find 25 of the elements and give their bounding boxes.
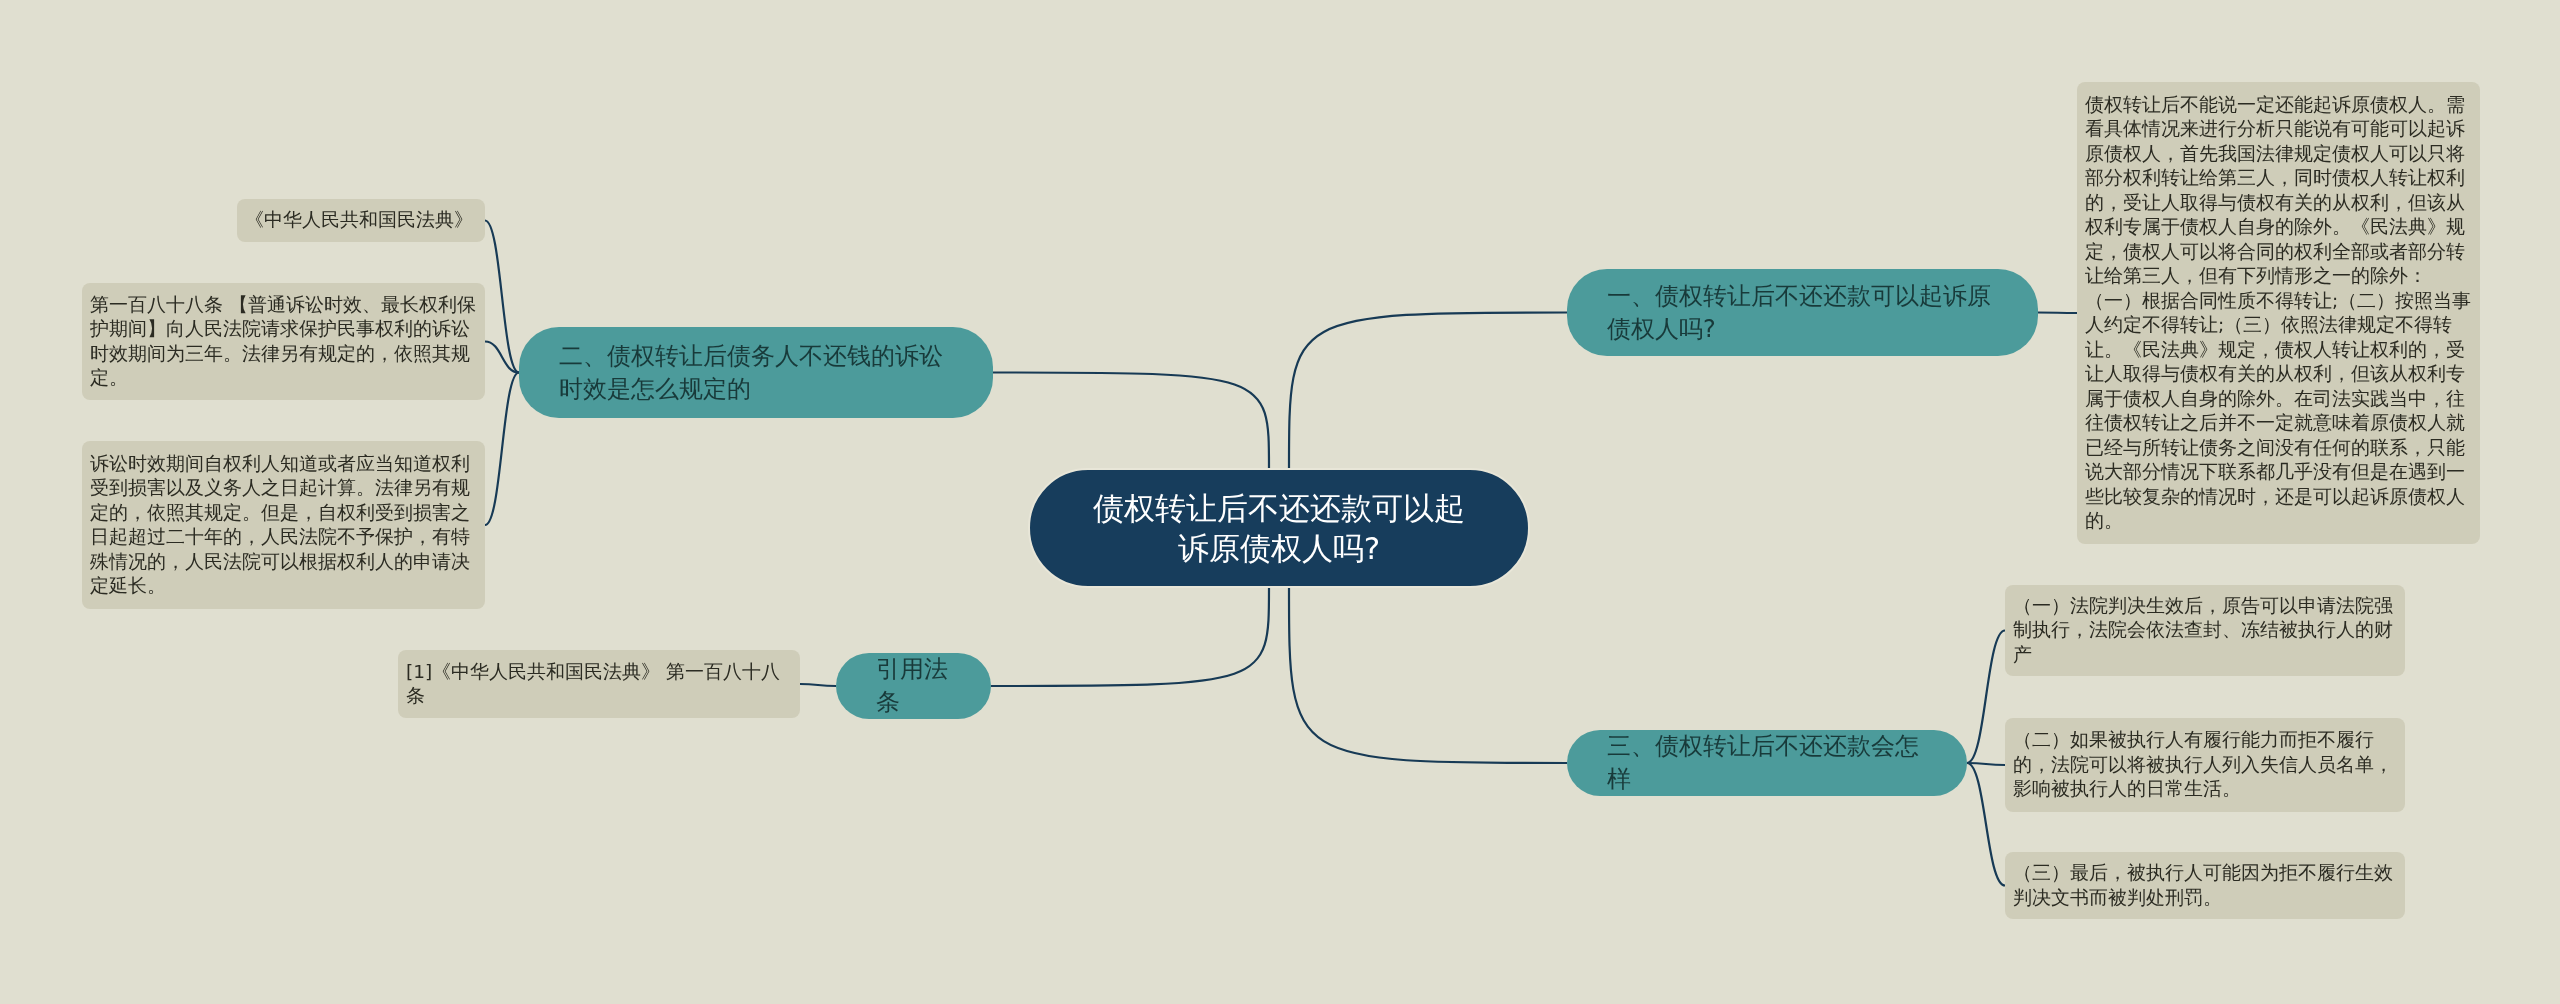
note-box: （二）如果被执行人有履行能力而拒不履行的，法院可以将被执行人列入失信人员名单，影响被执行人的日常生活。 [2005,718,2405,812]
connector-line [1287,311,1567,468]
note-box: 诉讼时效期间自权利人知道或者应当知道权利受到损害以及义务人之日起计算。法律另有规定的，依照其规定。但是，自权利受到损害之日起超过二十年的，人民法院不予保护，有特殊情况的，人民法院可以根据权利人的申请决定延长。 [82,441,485,609]
topic-box: 债权转让后不还还款可以起诉原债权人吗? [1028,468,1530,588]
branch-pill: 一、债权转让后不还还款可以起诉原债权人吗? [1567,269,2038,356]
branch-pill: 三、债权转让后不还还款会怎样 [1567,730,1967,796]
connector-line [991,588,1271,688]
connector-line [1967,761,2005,767]
connector-line [1966,629,2006,764]
note-box: 第一百八十八条 【普通诉讼时效、最长权利保护期间】向人民法院请求保护民事权利的诉讼时效期间为三年。法律另有规定的，依照其规定。 [82,283,485,400]
connector-line [1287,588,1567,765]
branch-pill: 二、债权转让后债务人不还钱的诉讼时效是怎么规定的 [519,327,993,418]
branch-pill: 引用法条 [836,653,991,719]
connector-line [993,371,1271,468]
note-box: 债权转让后不能说一定还能起诉原债权人。需看具体情况来进行分析只能说有可能可以起诉原债权人，首先我国法律规定债权人可以只将部分权利转让给第三人，同时债权人转让权利的，受让人取得与债权有关的从权利，但该从权利专属于债权人自身的除外。《民法典》规定，债权人可以将合同的权利全部或者部分转让给第三人，但有下列情形之一的除外：（一）根据合同性质不得转让;（二）按照当事人约定不得转让;（三）依照法律规定不得转让。《民法典》规定，债权人转让权利的，受让人取得与债权有关的从权利，但该从权利专属于债权人自身的除外。在司法实践当中，往往债权转让之后并不一定就意味着原债权人就已经与所转让债务之间没有任何的联系，只能说大部分情况下联系都几乎没有但是在遇到一些比较复杂的情况时，还是可以起诉原债权人的。 [2077,82,2480,544]
connector-line [484,340,520,374]
note-box: （一）法院判决生效后，原告可以申请法院强制执行，法院会依法查封、冻结被执行人的财产 [2005,585,2405,676]
note-box: [1]《中华人民共和国民法典》 第一百八十八条 [398,650,800,718]
note-box: （三）最后，被执行人可能因为拒不履行生效判决文书而被判处刑罚。 [2005,852,2405,919]
connector-line [1966,762,2006,887]
connector-line [800,682,836,688]
note-box: 《中华人民共和国民法典》 [237,199,485,242]
connector-line [2038,311,2077,315]
connector-line [484,371,520,526]
connector-line [484,219,520,374]
